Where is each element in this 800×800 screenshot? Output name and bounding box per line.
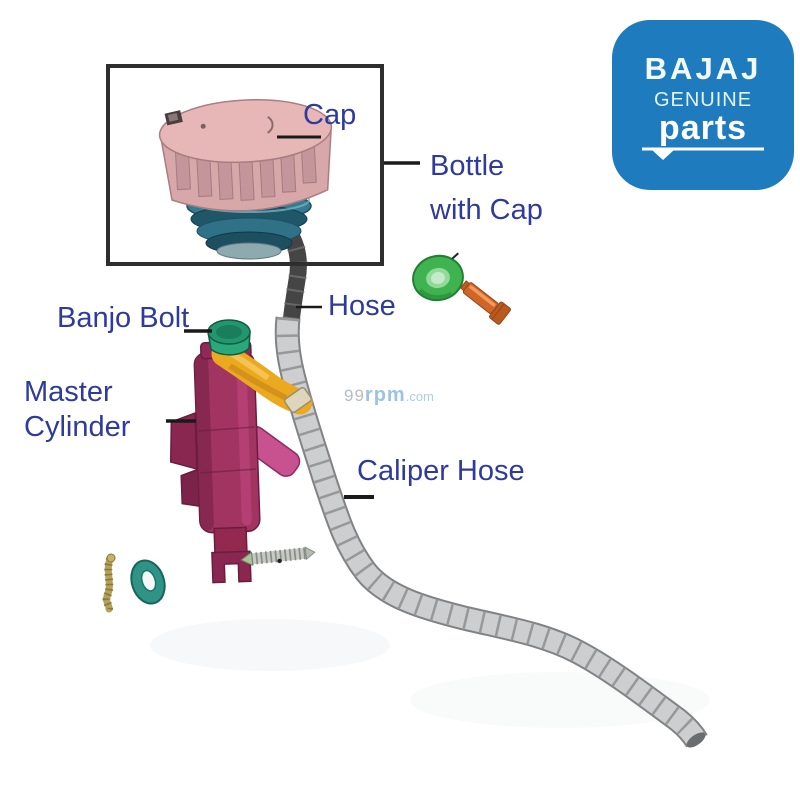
bajaj-genuine-parts-logo: BAJAJ GENUINE parts (612, 20, 794, 190)
cap-ribs (174, 143, 317, 201)
shadow (150, 619, 390, 671)
banjo-fitting (211, 341, 313, 415)
cap (158, 99, 333, 212)
spring (240, 546, 316, 567)
watermark-brand: rpm (364, 384, 406, 406)
label-bottle-with-cap-line1: Bottle (430, 150, 505, 182)
logo-subtitle-text: GENUINE (653, 89, 753, 111)
label-master-cylinder-line2: Cylinder (24, 411, 131, 443)
logo-underline-arrow-icon (642, 147, 764, 160)
grommet (412, 252, 464, 302)
union-bolt (459, 280, 511, 325)
logo-brand-text: BAJAJ (644, 51, 762, 86)
label-banjo-bolt: Banjo Bolt (57, 302, 190, 334)
o-ring (130, 559, 166, 605)
banjo-bolt (207, 319, 251, 356)
label-caliper-hose: Caliper Hose (357, 455, 525, 487)
logo-word-text: parts (658, 109, 748, 147)
callout-box (106, 64, 384, 266)
watermark-tld: .com (405, 389, 434, 404)
label-cap: Cap (303, 99, 357, 131)
label-master-cylinder-line1: Master (24, 376, 113, 408)
label-hose: Hose (328, 290, 396, 322)
watermark-prefix: 99 (344, 386, 365, 405)
label-bottle-with-cap-line2: with Cap (430, 194, 543, 226)
bleed-screw (102, 553, 116, 613)
